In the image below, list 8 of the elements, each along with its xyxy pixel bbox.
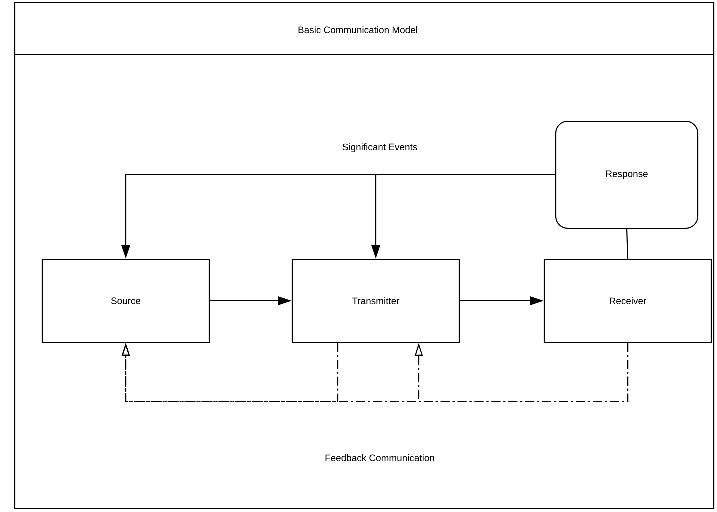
arrow (414, 343, 629, 403)
process-box: Transmitter (292, 258, 460, 344)
process-box: Receiver (544, 258, 712, 344)
label: Feedback Communication (326, 454, 434, 462)
rounded-box: Response (555, 120, 699, 230)
label: Significant Events (342, 144, 418, 152)
process-box: Source (42, 258, 210, 344)
title: Basic Communication Model (298, 26, 418, 34)
